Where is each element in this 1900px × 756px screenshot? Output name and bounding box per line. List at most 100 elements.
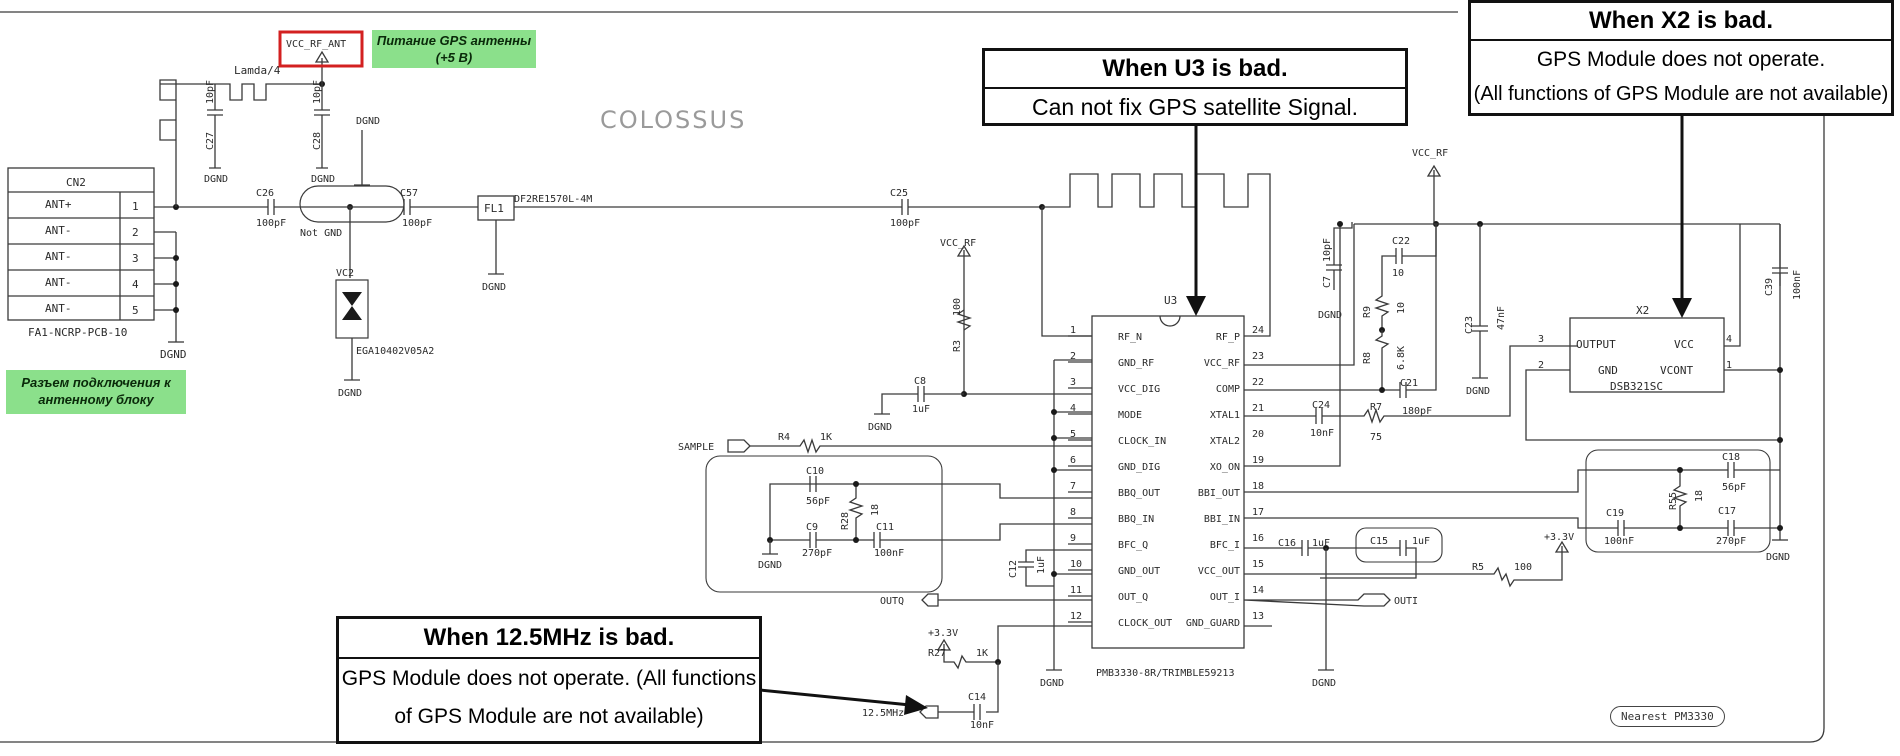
c8-ref: C8: [914, 376, 926, 387]
u3-pin-22-num: 22: [1252, 377, 1264, 388]
u3-pin-6-name: GND_DIG: [1118, 462, 1160, 473]
cn2-pin3-name: ANT-: [45, 250, 72, 263]
cn2-part: FA1-NCRP-PCB-10: [28, 326, 127, 339]
u3-pin-18-num: 18: [1252, 481, 1264, 492]
c21-ref: C21: [1400, 378, 1418, 389]
u3-pin-22-name: COMP: [1216, 384, 1240, 395]
dgnd-u3: DGND: [1040, 678, 1064, 689]
u3-pin-1-name: RF_N: [1118, 332, 1142, 343]
x2-pin-vcont: VCONT: [1660, 364, 1693, 377]
cn2-pin2-name: ANT-: [45, 224, 72, 237]
r8-value: 6.8K: [1396, 346, 1407, 370]
c11-ref: C11: [876, 522, 894, 533]
cn2-pin4-name: ANT-: [45, 276, 72, 289]
u3-pin-23-name: VCC_RF: [1204, 358, 1240, 369]
u3-pin-12-num: 12: [1070, 611, 1082, 622]
fl1-part: DF2RE1570L-4M: [514, 194, 592, 205]
callout-u3-body: Can not fix GPS satellite Signal.: [1032, 94, 1358, 120]
u3-pin-1-num: 1: [1070, 325, 1076, 336]
vcc-rf-ant-label: VCC_RF_ANT: [286, 39, 346, 50]
u3-pin-17-name: BBI_IN: [1204, 514, 1240, 525]
u3-pin-19-name: XO_ON: [1210, 462, 1240, 473]
vcc-rf-label-mid: VCC_RF: [940, 238, 976, 249]
u3-pin-12-name: CLOCK_OUT: [1118, 618, 1172, 629]
cn2-pin5-name: ANT-: [45, 302, 72, 315]
u3-pin-19-num: 19: [1252, 455, 1264, 466]
u3-ref: U3: [1164, 294, 1177, 307]
u3-pin-5-num: 5: [1070, 429, 1076, 440]
u3-pin-9-name: BFC_Q: [1118, 540, 1148, 551]
c28-ref: C28: [312, 132, 323, 150]
c57-ref: C57: [400, 188, 418, 199]
r28-value: 18: [870, 504, 881, 516]
u3-pin-24-num: 24: [1252, 325, 1264, 336]
u3-pin-3-num: 3: [1070, 377, 1076, 388]
c17-value: 270pF: [1716, 536, 1746, 547]
outq-label: OUTQ: [880, 596, 904, 607]
r27-ref: R27: [928, 648, 946, 659]
callout-clock-body-2: of GPS Module are not available): [394, 705, 704, 728]
c14-ref: C14: [968, 692, 986, 703]
u3-pin-7-name: BBQ_OUT: [1118, 488, 1160, 499]
u3-pin-24-name: RF_P: [1216, 332, 1240, 343]
clk-label: 12.5MHz: [862, 708, 904, 719]
c8-value: 1uF: [912, 404, 930, 415]
c7-value: 10pF: [1322, 238, 1333, 262]
u3-pin-2-num: 2: [1070, 351, 1076, 362]
callout-u3-head: When U3 is bad.: [985, 51, 1405, 89]
dgnd-vc2: DGND: [338, 388, 362, 399]
c25-ref: C25: [890, 188, 908, 199]
u3-pin-16-num: 16: [1252, 533, 1264, 544]
callout-x2-body-1: GPS Module does not operate.: [1536, 48, 1826, 71]
x2-ref: X2: [1636, 304, 1649, 317]
cn2-pin2-num: 2: [132, 226, 139, 239]
gps-power-note: Питание GPS антенны (+5 В): [372, 30, 536, 68]
dgnd-cn2: DGND: [160, 348, 187, 361]
r5-ref: R5: [1472, 562, 1484, 573]
r7-value: 75: [1370, 432, 1382, 443]
r5-value: 100: [1514, 562, 1532, 573]
u3-pin-4-num: 4: [1070, 403, 1076, 414]
oscillator-x2: X2 OUTPUT GND VCC VCONT DSB321SC 3 2 4 1: [1538, 304, 1732, 393]
x2-pin-vcc: VCC: [1674, 338, 1694, 351]
u3-pin-21-name: XTAL1: [1210, 410, 1240, 421]
fl1-ref: FL1: [484, 202, 504, 215]
cn2-pin3-num: 3: [132, 252, 139, 265]
callout-x2-bad: When X2 is bad. GPS Module does not oper…: [1468, 0, 1894, 116]
c16-ref: C16: [1278, 538, 1296, 549]
callout-u3-bad: When U3 is bad. Can not fix GPS satellit…: [982, 48, 1408, 126]
c15-value: 1uF: [1412, 536, 1430, 547]
u3-pin-8-name: BBQ_IN: [1118, 514, 1154, 525]
vcc-rf-ant-highlight: [278, 30, 364, 68]
connector-cn2: CN2 ANT+ 1 ANT- 2 ANT- 3 ANT- 4 ANT- 5 F…: [7, 167, 155, 339]
r28-ref: R28: [840, 512, 851, 530]
c10-value: 56pF: [806, 496, 830, 507]
dgnd-c27: DGND: [204, 174, 228, 185]
c25-value: 100pF: [890, 218, 920, 229]
p3v3-left: +3.3V: [928, 628, 958, 639]
c18-value: 56pF: [1722, 482, 1746, 493]
c39-ref: C39: [1764, 278, 1775, 296]
u3-pin-10-name: GND_OUT: [1118, 566, 1160, 577]
u3-pin-7-num: 7: [1070, 481, 1076, 492]
u3-pin-20-num: 20: [1252, 429, 1264, 440]
dgnd-c16: DGND: [1312, 678, 1336, 689]
u3-pin-20-name: XTAL2: [1210, 436, 1240, 447]
c9-ref: C9: [806, 522, 818, 533]
watermark-colossus: COLOSSUS: [600, 106, 746, 134]
u3-pin-14-name: OUT_I: [1210, 592, 1240, 603]
c18-ref: C18: [1722, 452, 1740, 463]
cn2-pin1-num: 1: [132, 200, 139, 213]
u3-pin-9-num: 9: [1070, 533, 1076, 544]
c28-value: 10pF: [312, 80, 323, 104]
c22-ref: C22: [1392, 236, 1410, 247]
c14-value: 10nF: [970, 720, 994, 731]
callout-x2-head: When X2 is bad.: [1471, 3, 1891, 41]
dgnd-top: DGND: [356, 116, 380, 127]
ic-u3: U3 PMB3330-8R/TRIMBLE59213: [1091, 294, 1245, 679]
u3-pin-5-name: CLOCK_IN: [1118, 436, 1166, 447]
u3-pin-15-num: 15: [1252, 559, 1264, 570]
c23-ref: C23: [1464, 316, 1475, 334]
c22-value: 10: [1392, 268, 1404, 279]
cn2-ref: CN2: [66, 176, 86, 189]
